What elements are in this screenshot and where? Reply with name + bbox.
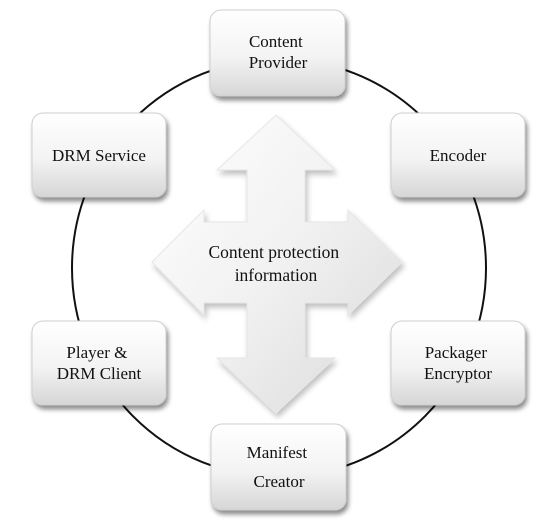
node-manifest-creator: Manifest Creator [210,423,347,511]
node-manifest-creator-label: Manifest Creator [247,443,312,491]
node-content-provider-label: Content Provider [249,32,308,72]
node-drm-service-label: DRM Service [52,146,146,165]
node-drm-service: DRM Service [31,112,167,198]
center-label: Content protection information [208,242,343,285]
node-packager-encryptor: Packager Encryptor [390,320,526,406]
node-encoder: Encoder [390,112,526,198]
node-player-drm-client-label: Player & DRM Client [57,343,142,383]
node-encoder-label: Encoder [430,146,487,165]
node-packager-encryptor-label: Packager Encryptor [424,343,492,383]
node-content-provider: Content Provider [209,9,346,97]
node-player-drm-client: Player & DRM Client [31,320,167,406]
four-way-arrow [151,114,403,414]
